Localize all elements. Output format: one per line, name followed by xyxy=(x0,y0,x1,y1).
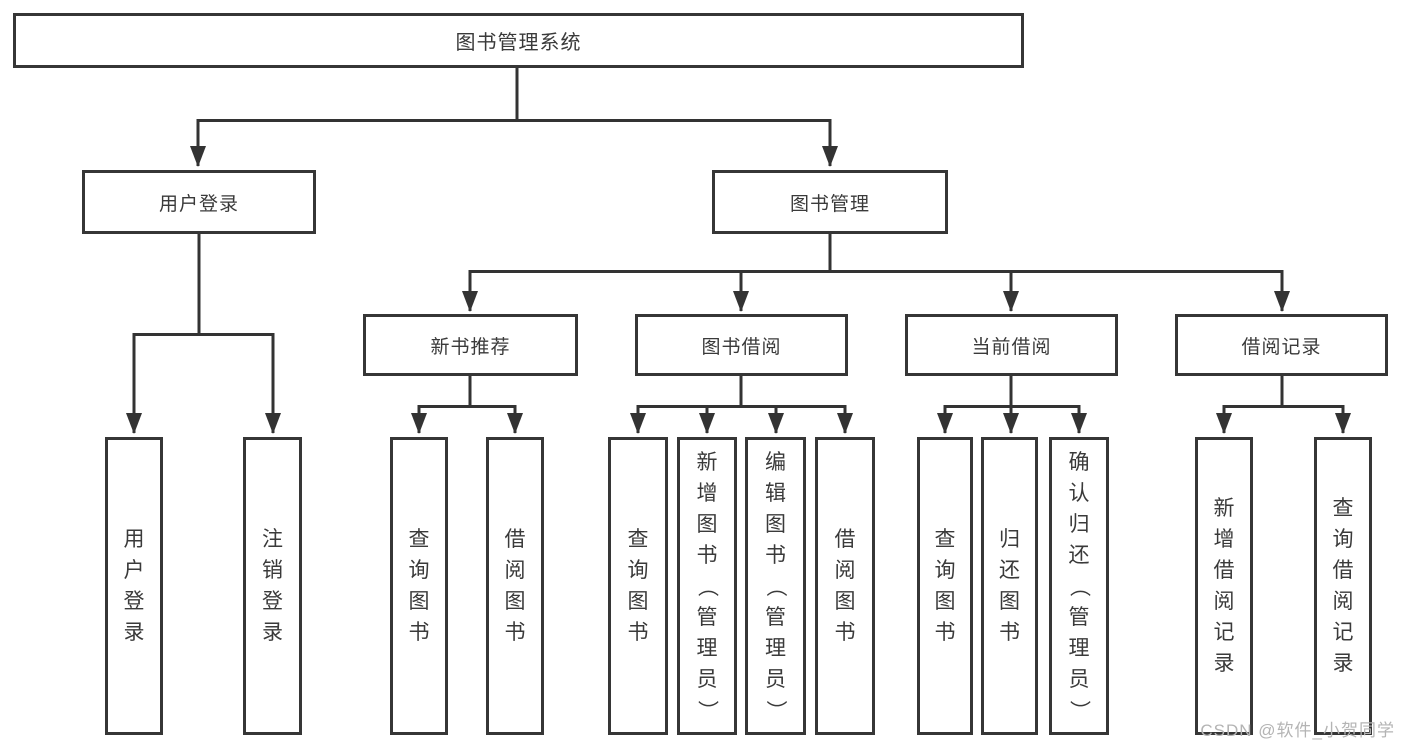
leaf-borrow-add-books-admin: 新增图书（管理员） xyxy=(677,437,737,735)
leaf-borrow-edit-books-admin: 编辑图书（管理员） xyxy=(745,437,806,735)
leaf-current-return-books: 归还图书 xyxy=(981,437,1038,735)
leaf-borrow-borrow-books: 借阅图书 xyxy=(815,437,875,735)
connector-records-to-leaves xyxy=(1216,376,1351,434)
node-user-login: 用户登录 xyxy=(82,170,316,234)
connector-bookmgmt-to-level3 xyxy=(462,233,1290,312)
leaf-user-login: 用户登录 xyxy=(105,437,163,735)
node-book-borrowing: 图书借阅 xyxy=(635,314,848,376)
connector-bookborrow-to-leaves xyxy=(630,376,853,434)
watermark: CSDN @软件_小贺同学 xyxy=(1200,721,1395,740)
node-root: 图书管理系统 xyxy=(13,13,1024,68)
node-borrow-records: 借阅记录 xyxy=(1175,314,1388,376)
leaf-records-add-record: 新增借阅记录 xyxy=(1195,437,1253,735)
connector-userlogin-to-leaves xyxy=(126,233,281,434)
node-book-management: 图书管理 xyxy=(712,170,948,234)
leaf-current-confirm-return-admin: 确认归还（管理员） xyxy=(1049,437,1109,735)
leaf-records-query-record: 查询借阅记录 xyxy=(1314,437,1372,735)
leaf-borrow-query-books: 查询图书 xyxy=(608,437,668,735)
leaf-logout: 注销登录 xyxy=(243,437,302,735)
leaf-current-query-books: 查询图书 xyxy=(917,437,973,735)
node-current-borrowing: 当前借阅 xyxy=(905,314,1118,376)
node-new-book-recommend: 新书推荐 xyxy=(363,314,578,376)
connector-root-to-level2 xyxy=(190,67,838,167)
connector-currentborrow-to-leaves xyxy=(937,376,1087,434)
leaf-newbook-query-books: 查询图书 xyxy=(390,437,448,735)
connector-newbook-to-leaves xyxy=(411,376,523,434)
leaf-newbook-borrow-books: 借阅图书 xyxy=(486,437,544,735)
